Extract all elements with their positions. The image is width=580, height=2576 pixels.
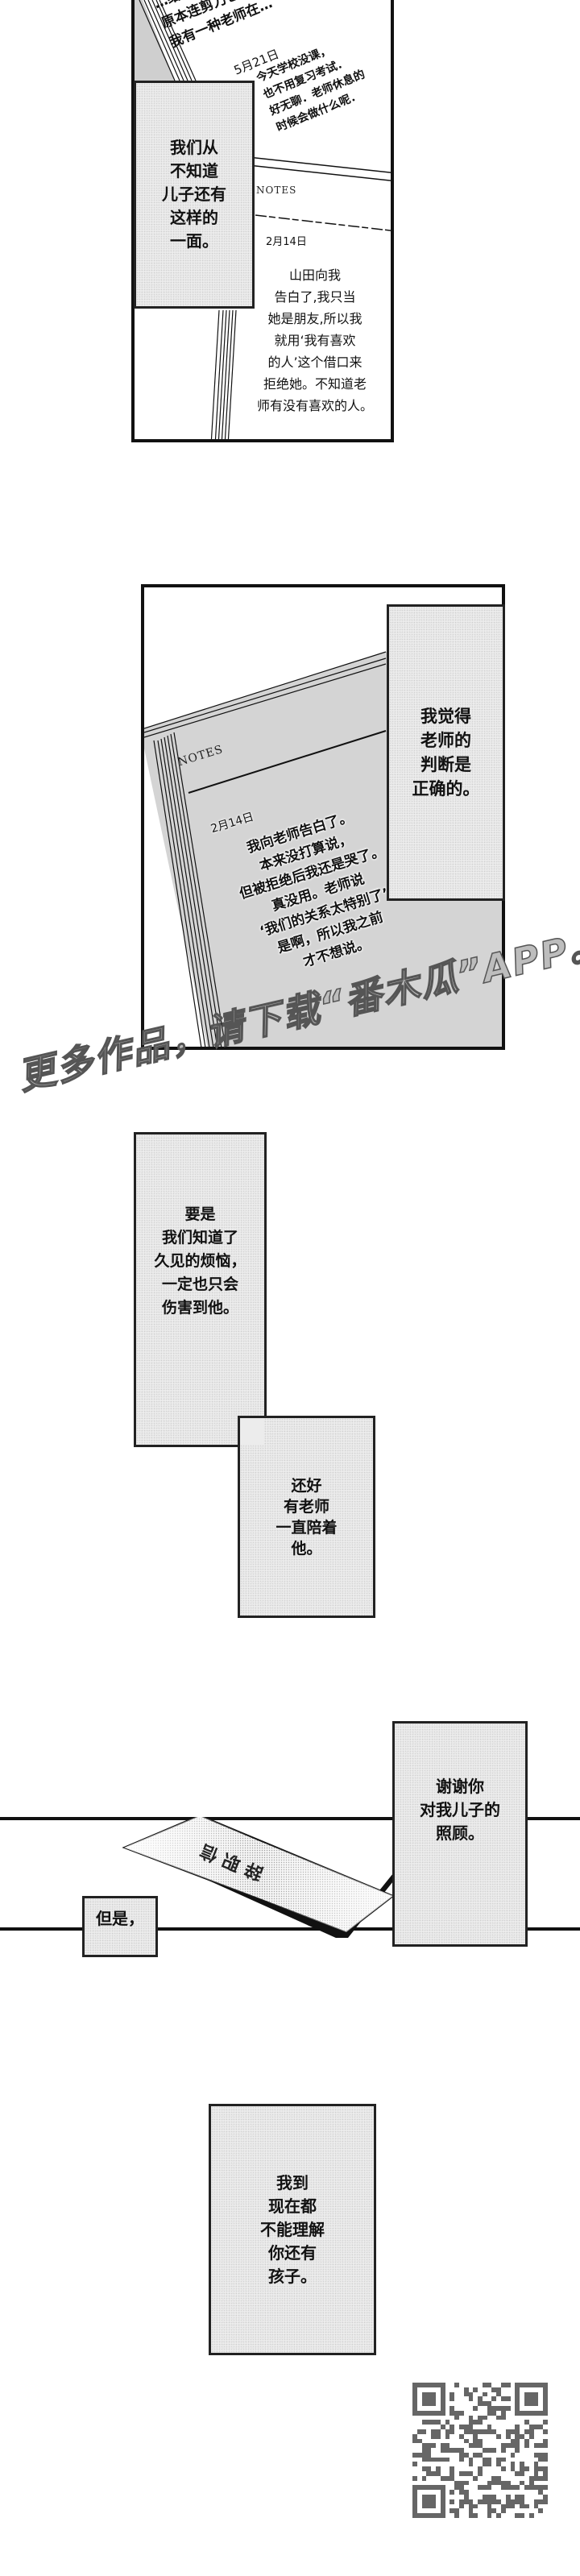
diary-entry-feb-14: 山田向我 告白了,我只当 她是朋友,所以我 就用‘我有喜欢 的人’这个借口来 拒… bbox=[256, 268, 373, 413]
caption-but-upper: 但是， bbox=[82, 1896, 158, 1957]
strip-top-border bbox=[0, 1817, 580, 1820]
strip-bottom-border bbox=[0, 1927, 580, 1931]
caption-never-knew-son: 我们从 不知道 儿子还有 这样的 一面。 bbox=[134, 81, 255, 309]
caption-teacher-judgement-right: 我觉得 老师的 判断是 正确的。 bbox=[387, 604, 505, 901]
caption-text: 我们从 不知道 儿子还有 这样的 一面。 bbox=[162, 138, 226, 251]
caption-join bbox=[240, 1418, 264, 1445]
caption-cannot-understand: 我到 现在都 不能理解 你还有 孩子。 bbox=[209, 2104, 376, 2355]
notes-label: NOTES bbox=[256, 185, 297, 196]
caption-text: 我觉得 老师的 判断是 正确的。 bbox=[412, 707, 480, 799]
caption-text: 还好 有老师 一直陪着 他。 bbox=[276, 1476, 338, 1558]
caption-text: 谢谢你 对我儿子的 照顾。 bbox=[420, 1776, 500, 1843]
caption-text: 但是， bbox=[96, 1908, 144, 1928]
caption-thank-you-for-caring: 谢谢你 对我儿子的 照顾。 bbox=[392, 1721, 528, 1947]
qr-code[interactable] bbox=[412, 2383, 548, 2518]
caption-text: 我到 现在都 不能理解 你还有 孩子。 bbox=[260, 2172, 325, 2286]
caption-if-we-knew: 要是 我们知道了 久见的烦恼， 一定也只会 伤害到他。 bbox=[134, 1132, 267, 1447]
caption-text: 要是 我们知道了 久见的烦恼， 一定也只会 伤害到他。 bbox=[154, 1205, 246, 1317]
caption-teacher-stayed-with-him: 还好 有老师 一直陪着 他。 bbox=[238, 1416, 375, 1618]
diary-date-feb-14: 2月14日 bbox=[266, 236, 307, 248]
resignation-envelope bbox=[122, 1817, 395, 1938]
